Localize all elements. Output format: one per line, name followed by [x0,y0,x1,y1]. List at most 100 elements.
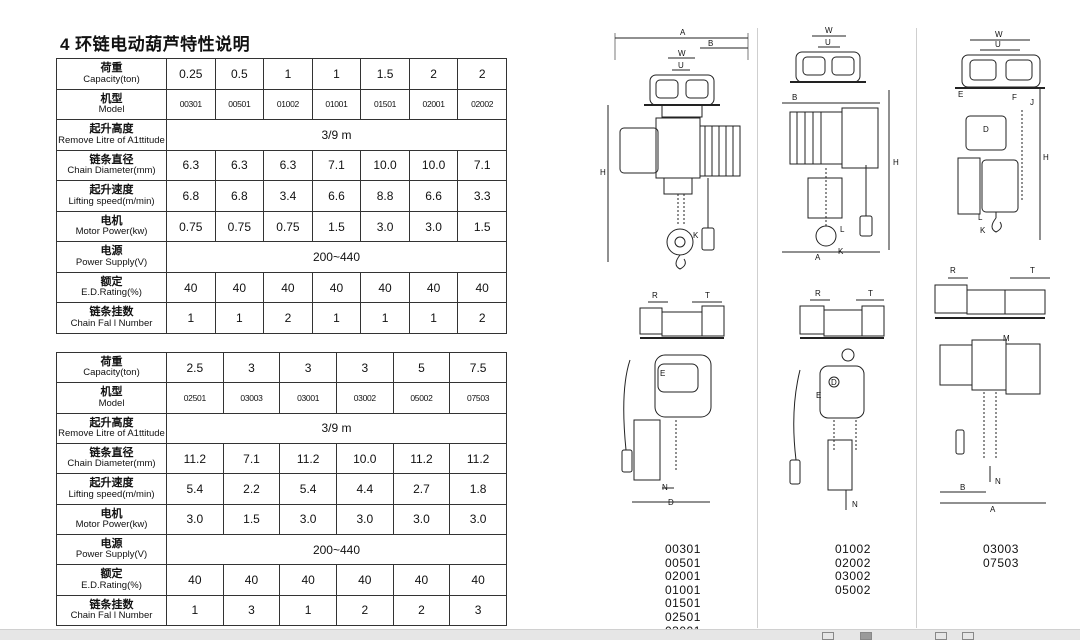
spanned-value: 3/9 m [166,412,507,444]
model-code: 02001 [665,569,701,584]
row-label-zh: 起升高度 [89,123,134,136]
model-code: 02002 [835,555,871,570]
dim-label: A [990,505,996,514]
table-cell: 1 [360,302,410,334]
row-label-zh: 机型 [100,92,123,105]
table-cell: 6.3 [214,149,265,182]
table-cell: 40 [457,271,507,304]
table-cell: 1.5 [457,210,507,243]
table-cell: 2 [457,302,507,334]
dim-label: B [708,39,713,48]
model-code: 00501 [665,555,701,570]
hoist-drawing-1: A B W U H K [600,28,749,270]
dim-label: R [815,289,821,298]
table-cell: 02501 [166,382,224,414]
table-cell: 1 [408,302,459,334]
hoist-drawing-5: R T D E N [789,289,885,510]
row-label-en: Chain Fal l Number [70,610,153,622]
hoist-drawing-3: W U E F J D H L K [955,30,1049,240]
table-cell: 05002 [392,382,451,414]
table-cell: 1 [263,58,313,90]
table-cell: 40 [311,271,362,304]
row-label-zh: 起升速度 [89,184,134,197]
section-title: 4 环链电动葫芦特性说明 [60,35,251,54]
spanned-value: 200~440 [166,241,507,273]
table-cell: 3 [222,351,281,384]
model-code: 03003 [983,542,1019,556]
dim-label: T [868,289,873,298]
dim-label: T [705,291,710,300]
model-code: 01002 [835,542,871,556]
model-code: 00301 [665,542,701,556]
dim-label: D [668,498,674,507]
table-cell: 40 [279,564,337,596]
table-cell: 5 [392,351,451,384]
table-cell: 10.0 [408,149,459,182]
dim-label: H [893,158,899,167]
dim-label: K [980,226,986,235]
table-cell: 1.5 [311,210,362,243]
row-label-zh: 链条挂数 [89,306,134,319]
table-cell: 1 [214,302,265,334]
dim-label: M [1003,334,1010,343]
table-cell: 3.3 [457,180,507,212]
table-cell: 6.6 [311,180,362,212]
row-label-en: Chain Diameter(mm) [67,165,156,177]
dim-label: E [816,391,821,400]
dim-label: B [792,93,797,102]
dim-label: N [995,477,1001,486]
row-label-zh: 额定 [100,275,123,288]
row-label-en: Capacity(ton) [83,73,140,85]
row-label-en: Motor Power(kw) [75,226,148,238]
dim-label: D [983,125,989,134]
table-cell: 2 [392,594,451,627]
row-label-zh: 链条直径 [89,446,134,459]
table-cell: 0.25 [166,58,216,90]
hoist-drawing-6: R T M N B A [934,266,1050,514]
dim-label: L [840,225,845,234]
hoist-drawing-2: W U B H L A K [782,26,899,262]
dim-label: U [678,61,684,70]
row-label-zh: 链条挂数 [89,598,134,611]
column-divider-2 [916,28,917,628]
row-label-zh: 荷重 [100,355,123,368]
model-code: 05002 [835,582,871,597]
model-code: 01001 [665,582,701,597]
dim-label: H [1043,153,1049,162]
hoist-drawing-4: R T E N D [621,291,725,507]
table-cell: 3 [449,594,507,627]
dim-label: B [960,483,965,492]
dim-label: N [662,483,668,492]
row-label-en: Model [98,397,125,409]
table-cell: 40 [392,564,451,596]
dim-label: F [1012,93,1017,102]
dim-label: D [831,378,837,387]
table-cell: 1.5 [222,503,281,535]
table-cell: 40 [166,564,224,596]
table-cell: 2 [335,594,394,627]
